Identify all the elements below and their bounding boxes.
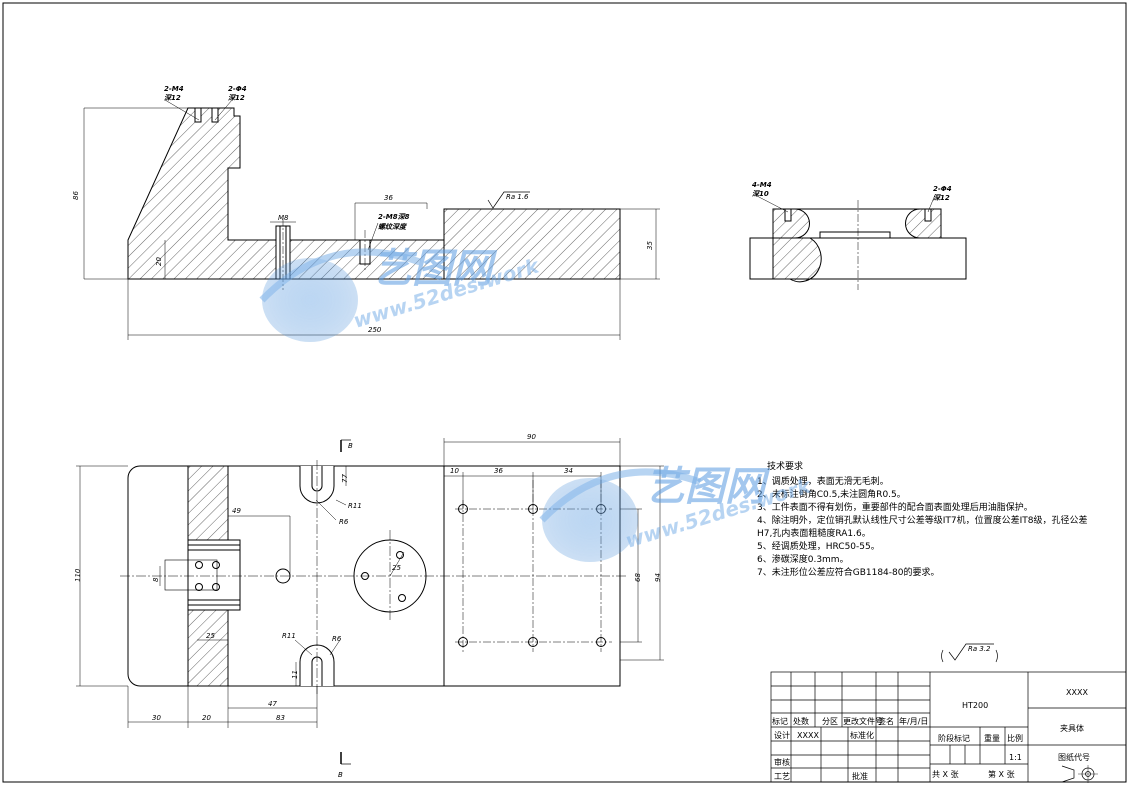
side-left-note-a: 4-M4 [752, 181, 772, 189]
tb-sheet-no: 第 X 张 [988, 769, 1015, 779]
dim-94: 94 [654, 573, 662, 582]
dim-49: 49 [232, 507, 241, 515]
tb-total-sheets: 共 X 张 [932, 770, 959, 779]
radius-r6-top: R6 [339, 518, 349, 526]
dim-110: 110 [74, 568, 82, 582]
dim-34: 34 [564, 467, 573, 475]
material: HT200 [962, 701, 988, 710]
dim-86: 86 [72, 191, 80, 200]
dim-20: 20 [155, 257, 163, 266]
notes-title: 技术要求 [767, 460, 803, 472]
side-right-note-a: 2-Φ4 [933, 185, 952, 193]
technical-requirements: 技术要求 1、调质处理，表面无滑无毛刺。 2、未标注倒角C0.5,未注圆角R0.… [757, 460, 1087, 578]
dim-20-plan: 20 [202, 714, 211, 722]
roughness-1-6: Ra 1.6 [506, 193, 529, 201]
tb-count: 处数 [793, 716, 809, 726]
side-view [749, 194, 967, 290]
dim-10: 10 [450, 467, 459, 475]
dim-25-circle: 25 [392, 564, 401, 572]
section-mark-b-bottom: B [338, 771, 343, 779]
dim-m8: M8 [278, 214, 289, 222]
dim-35: 35 [646, 241, 654, 250]
tb-review: 审核 [774, 757, 790, 767]
radius-r11-bottom: R11 [282, 632, 296, 640]
dim-30: 30 [152, 714, 161, 722]
dim-47: 47 [268, 700, 277, 708]
notes-line-3: 3、工件表面不得有划伤，重要部件的配合面表面处理后用油脂保护。 [757, 501, 1033, 513]
dim-77: 77 [341, 474, 349, 483]
dim-36: 36 [384, 194, 393, 202]
notes-line-8: 7、未注形位公差应符合GB1184-80的要求。 [757, 566, 939, 578]
tb-ratio: 比例 [1007, 733, 1023, 743]
tb-change-doc: 更改文件号 [843, 716, 883, 726]
tb-zone: 分区 [822, 717, 838, 726]
dim-36-plan: 36 [494, 467, 503, 475]
tb-standard: 标准化 [850, 730, 874, 740]
watermark-1: 艺图网 www.52des.work [259, 246, 543, 342]
notes-line-4: 4、除注明外，定位销孔默认线性尺寸公差等级IT7机，位置度公差IT8级，孔径公差 [757, 514, 1087, 526]
tb-process: 工艺 [774, 772, 790, 781]
title-block [770, 671, 1127, 783]
tb-approve: 批准 [852, 771, 868, 781]
hole-note-2: 螺纹深度 [378, 222, 408, 231]
radius-r6-bottom: R6 [332, 635, 342, 643]
dim-250: 250 [368, 326, 382, 334]
tb-stage: 阶段标记 [938, 733, 970, 743]
part-name: 夹具体 [1060, 723, 1084, 733]
watermark-brand-1: 艺图网 [372, 246, 498, 292]
front-view [83, 99, 660, 340]
tb-designer: XXXX [797, 731, 819, 740]
tb-weight: 重量 [984, 733, 1000, 743]
dim-68: 68 [634, 573, 642, 582]
notes-line-1: 1、调质处理，表面无滑无毛刺。 [757, 475, 889, 487]
drawing-number: 图纸代号 [1058, 752, 1090, 762]
notes-line-6: 5、经调质处理，HRC50-55。 [757, 540, 880, 552]
side-left-note-b: 深10 [752, 190, 769, 198]
dim-90: 90 [527, 433, 536, 441]
section-mark-b-top: B [348, 442, 353, 450]
tb-design: 设计 [774, 730, 790, 740]
tb-scale: 1:1 [1009, 753, 1022, 762]
dim-11: 11 [291, 670, 299, 679]
company: XXXX [1066, 688, 1088, 697]
side-right-note-b: 深12 [933, 194, 950, 202]
top-left-note-a: 2-M4 [164, 85, 184, 93]
roughness-3-2: Ra 3.2 [968, 645, 991, 653]
tb-date: 年/月/日 [899, 716, 928, 726]
dim-25: 25 [206, 632, 215, 640]
radius-r11-top: R11 [348, 502, 362, 510]
notes-line-5: H7,孔内表面粗糙度RA1.6。 [757, 527, 871, 539]
hole-note: 2-M8深8 [378, 213, 410, 221]
top-right-note-b: 深12 [228, 94, 245, 102]
watermark-brand-2: 艺图网 [645, 464, 771, 510]
notes-line-7: 6、渗碳深度0.3mm。 [757, 553, 849, 565]
dim-83: 83 [276, 714, 285, 722]
top-left-note-b: 深12 [164, 94, 181, 102]
roughness-symbol-3-2 [941, 643, 998, 663]
dim-8: 8 [152, 577, 160, 582]
top-right-note-a: 2-Φ4 [228, 85, 247, 93]
tb-mark: 标记 [772, 716, 788, 726]
tb-sign: 签名 [878, 716, 894, 726]
notes-line-2: 2、未标注倒角C0.5,未注圆角R0.5。 [757, 488, 906, 500]
